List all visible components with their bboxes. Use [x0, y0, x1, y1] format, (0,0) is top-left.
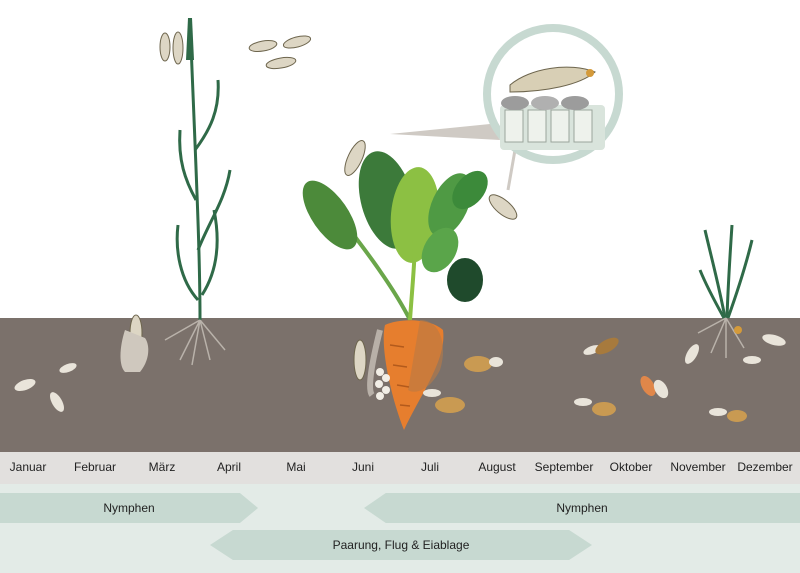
phase-mating-flight-oviposition: Paarung, Flug & Eiablage: [210, 530, 592, 560]
magnifier-inset-icon: [390, 28, 619, 190]
phase-nymphs-late: Nymphen: [364, 493, 800, 523]
month-label: Dezember: [725, 460, 800, 474]
phase-nymphs-early: Nymphen: [0, 493, 258, 523]
wheat-plant-icon: [165, 18, 230, 365]
